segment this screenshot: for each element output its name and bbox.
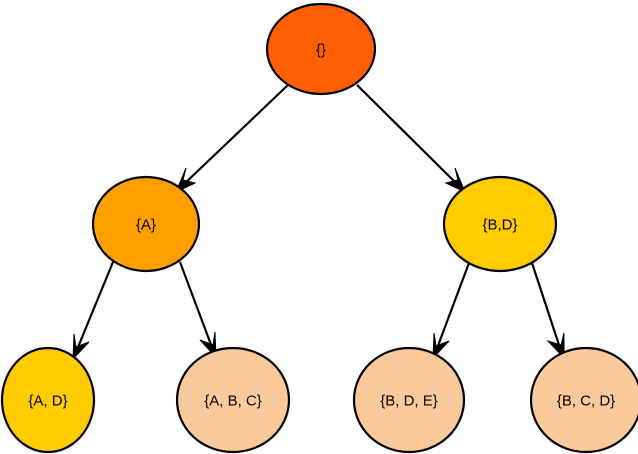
arrowhead-icon <box>444 167 466 194</box>
arrowhead-icon <box>175 167 197 194</box>
node-shape[interactable] <box>91 175 201 273</box>
edge-line <box>74 261 115 353</box>
arrowhead-icon <box>546 332 565 360</box>
edge-line <box>530 262 563 352</box>
edge-a-abc <box>178 261 217 359</box>
arrowhead-icon <box>72 333 90 361</box>
edge-root-a <box>175 84 289 194</box>
edge-line <box>181 84 289 187</box>
edge-a-ad <box>72 261 115 361</box>
node-bcd[interactable]: {B, C, D} <box>529 346 638 454</box>
arrowhead-icon <box>432 332 450 360</box>
node-abc[interactable]: {A, B, C} <box>175 346 291 454</box>
edge-root-bd <box>356 84 466 194</box>
edge-line <box>434 262 471 352</box>
node-bde[interactable]: {B, D, E} <box>352 346 466 454</box>
node-shape[interactable] <box>352 346 466 454</box>
node-label: {A} <box>136 217 156 234</box>
edge-bd-bde <box>432 262 471 360</box>
node-label: {B, C, D} <box>557 393 615 410</box>
node-ad[interactable]: {A, D} <box>0 346 96 454</box>
node-shape[interactable] <box>175 346 291 454</box>
edge-line <box>178 261 215 351</box>
node-label: {B, D, E} <box>380 393 438 410</box>
node-root[interactable]: {} <box>265 2 377 96</box>
node-shape[interactable] <box>0 346 96 454</box>
node-bd[interactable]: {B,D} <box>442 175 558 273</box>
node-label: {A, B, C} <box>204 393 262 410</box>
edge-bd-bcd <box>530 262 565 360</box>
node-label: {B,D} <box>482 217 517 234</box>
node-shape[interactable] <box>529 346 638 454</box>
node-a[interactable]: {A} <box>91 175 201 273</box>
node-label: {} <box>316 42 326 59</box>
node-shape[interactable] <box>442 175 558 273</box>
node-label: {A, D} <box>28 393 67 410</box>
edge-line <box>356 84 460 187</box>
node-shape[interactable] <box>265 2 377 96</box>
